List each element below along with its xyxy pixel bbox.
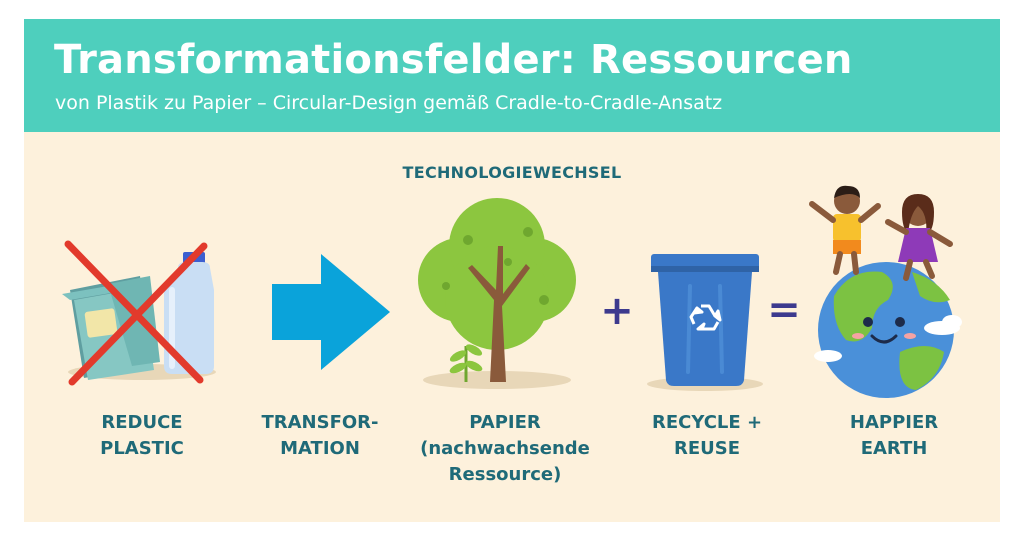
equals-operator: = xyxy=(767,287,801,333)
kid-girl-figure xyxy=(885,194,953,281)
label-line: HAPPIER xyxy=(849,412,939,433)
section-label: TECHNOLOGIEWECHSEL xyxy=(402,163,622,182)
step-label-happier-earth: HAPPIER EARTH xyxy=(824,410,964,462)
step-label-recycle-reuse: RECYCLE + REUSE xyxy=(632,410,782,462)
plus-operator: + xyxy=(600,288,634,334)
arrow-right-icon xyxy=(272,254,390,370)
happy-earth-icon xyxy=(809,185,962,398)
header-banner: Transformationsfelder: Ressourcen von Pl… xyxy=(24,19,1000,132)
label-line: RECYCLE + xyxy=(651,412,763,433)
label-line: Ressource) xyxy=(448,464,562,485)
label-line: (nachwachsende xyxy=(420,438,590,459)
label-line: REDUCE xyxy=(101,412,183,433)
label-line: PLASTIC xyxy=(100,438,184,459)
tree-icon xyxy=(418,198,576,389)
svg-text:=: = xyxy=(767,287,801,333)
label-line: MATION xyxy=(280,438,360,459)
step-label-papier: PAPIER (nachwachsende Ressource) xyxy=(405,410,605,488)
svg-text:+: + xyxy=(600,288,634,334)
page-subtitle: von Plastik zu Papier – Circular-Design … xyxy=(55,92,723,114)
crossed-plastic-icon xyxy=(62,240,216,386)
step-label-transformation: TRANSFOR- MATION xyxy=(238,410,402,462)
label-line: TRANSFOR- xyxy=(261,412,379,433)
label-line: EARTH xyxy=(860,438,928,459)
kid-boy-figure xyxy=(809,185,881,275)
step-label-reduce-plastic: REDUCE PLASTIC xyxy=(70,410,214,462)
recycle-bin-icon xyxy=(647,254,763,391)
label-line: PAPIER xyxy=(469,412,541,433)
page-title: Transformationsfelder: Ressourcen xyxy=(54,37,853,83)
label-line: REUSE xyxy=(673,438,741,459)
